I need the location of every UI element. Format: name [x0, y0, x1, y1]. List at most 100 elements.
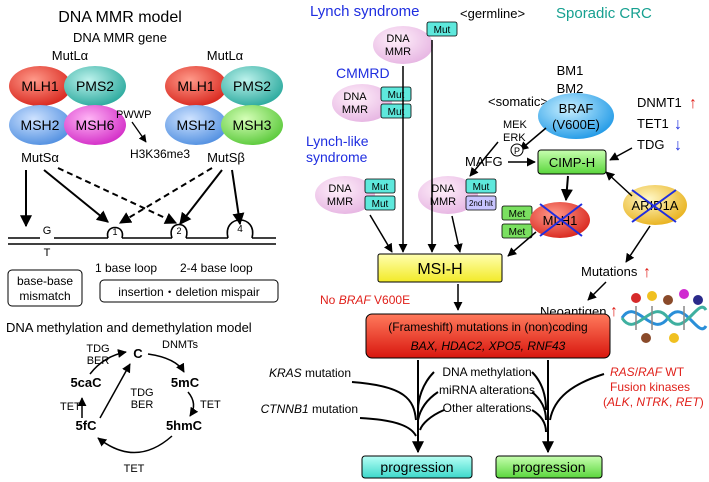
sporadic-crc-label: Sporadic CRC [556, 5, 652, 22]
tdg-ber-mid-1: TDG [130, 387, 153, 399]
progression-label-2: progression [512, 459, 585, 475]
braf-to-mek-arrow [519, 127, 547, 151]
progression-box-2 [495, 455, 603, 479]
node-c: C [133, 346, 143, 361]
arid1a-to-cimp-arrow [605, 171, 633, 197]
methylation-cycle: C 5mC 5hmC 5fC 5caC DNMTs TET TET TET TD… [60, 339, 221, 475]
mmr-complex-muts-beta: MLH1 PMS2 MSH2 MSH3 [165, 66, 283, 145]
indel-mispair-label: insertion・deletion mispair [118, 285, 259, 299]
mutations-to-neoantigen-arrow [587, 281, 607, 301]
base-mismatch-line-1: base-base [17, 274, 73, 288]
tdg-down-arrow: ↓ [674, 137, 682, 154]
tet-label-3: TET [60, 401, 81, 413]
germline-label: <germline> [460, 6, 525, 21]
dna-mmr-node-second-hit [418, 176, 478, 214]
dna-mmr-node-text: DNA [431, 183, 455, 195]
two-four-base-loop-label: 2-4 base loop [180, 261, 253, 275]
msh3-label: MSH3 [233, 117, 272, 133]
no-braf-label: No BRAF V600E [320, 293, 410, 307]
dna-mmr-node-cmmrd [332, 84, 392, 122]
base-g: G [43, 225, 52, 237]
ras-raf-wt-label: RAS/RAF WT [610, 365, 685, 379]
braf-label: BRAF [559, 101, 594, 116]
mmr-complex-muts-alpha: MLH1 PMS2 MSH2 MSH6 [9, 66, 126, 145]
ctnnb1-mutation-label: CTNNB1 mutation [261, 402, 358, 416]
dna-mmr-node-lynch [373, 26, 433, 64]
msh3-protein [221, 105, 283, 145]
mmr-title: DNA MMR model [58, 9, 182, 26]
dna-mmr-node-text: MMR [430, 196, 456, 208]
fusion-genes-label: (ALK, NTRK, RET) [603, 395, 704, 409]
mutations-up-arrow: ↑ [643, 264, 651, 281]
mutl-alpha-label-1: MutLα [52, 48, 89, 63]
tdg-label: TDG [637, 137, 664, 152]
braf-label: (V600E) [552, 117, 600, 132]
dna-helix-icon [620, 289, 708, 343]
pms2-label: PMS2 [233, 78, 271, 94]
msh2-label: MSH2 [177, 117, 216, 133]
arid1a-cross-icon [631, 189, 677, 223]
dnmt1-label: DNMT1 [637, 95, 682, 110]
pms2-protein [64, 66, 126, 106]
phospho-text: P [514, 146, 520, 156]
tet1-label: TET1 [637, 116, 669, 131]
dnmt1-up-arrow: ↑ [689, 95, 697, 112]
cimp-h-box [537, 149, 607, 175]
mut-badge [364, 195, 396, 211]
met-badge-text: Met [509, 209, 526, 220]
erk-label: ERK [503, 132, 526, 144]
dna-methylation-label: DNA methylation [442, 365, 531, 379]
bm1-label: BM1 [557, 63, 584, 78]
neoantigen-up-arrow: ↑ [610, 303, 618, 320]
second-hit-badge [465, 195, 497, 211]
msh2-protein [165, 105, 227, 145]
mmr-recognition-arrows [20, 167, 245, 228]
mlh1-label: MLH1 [21, 78, 59, 94]
muts-beta-label: MutSβ [207, 150, 245, 165]
progression-box-1 [361, 455, 473, 479]
one-base-loop-label: 1 base loop [95, 261, 157, 275]
msh2-protein [9, 105, 71, 145]
braf-v600e-node [538, 93, 614, 139]
progression-label-1: progression [380, 459, 453, 475]
tet-label-2: TET [124, 463, 145, 475]
dna-mmr-node-text: MMR [327, 196, 353, 208]
msi-h-box [377, 253, 503, 283]
other-alterations-label: Other alterations [443, 401, 532, 415]
base-t: T [44, 247, 51, 259]
met-badge-text: Met [509, 227, 526, 238]
fusion-kinases-label: Fusion kinases [610, 380, 690, 394]
node-5cac: 5caC [70, 375, 102, 390]
dnmts-label: DNMTs [162, 339, 199, 351]
pms2-protein [221, 66, 283, 106]
pwwp-label: PWWP [116, 109, 151, 121]
tet1-down-arrow: ↓ [674, 116, 682, 133]
pathway-arrows-to-msih [369, 40, 537, 257]
mut-badge-text: Mut [434, 25, 451, 36]
kras-mutation-label: KRAS mutation [269, 366, 351, 380]
mirna-alterations-label: miRNA alterations [439, 383, 535, 397]
met-badge [501, 223, 533, 239]
node-5fc: 5fC [76, 418, 98, 433]
cimp-to-mlh1-arrow [560, 175, 573, 202]
msi-h-label: MSI-H [417, 261, 462, 278]
dna-mmr-node-text: MMR [342, 104, 368, 116]
mut-badge-text: Mut [388, 107, 405, 118]
base-mismatch-line-2: mismatch [19, 289, 70, 303]
bm2-label: BM2 [557, 81, 584, 96]
progression-arrows [351, 360, 605, 454]
mut-badge [364, 178, 396, 194]
mafg-label: MAFG [465, 154, 503, 169]
msh2-label: MSH2 [21, 117, 60, 133]
methylation-title: DNA methylation and demethylation model [6, 320, 252, 335]
pwwp-arrow [131, 121, 147, 143]
tet-label-1: TET [200, 399, 221, 411]
loop-4: 4 [237, 224, 243, 235]
mut-badge [426, 21, 458, 37]
tdg-ber-top-1: TDG [86, 343, 109, 355]
mlh1-cross-icon [539, 203, 583, 237]
mlh1-protein [9, 66, 71, 106]
msh6-label: MSH6 [76, 117, 115, 133]
lynch-like-label-2: syndrome [306, 149, 368, 165]
